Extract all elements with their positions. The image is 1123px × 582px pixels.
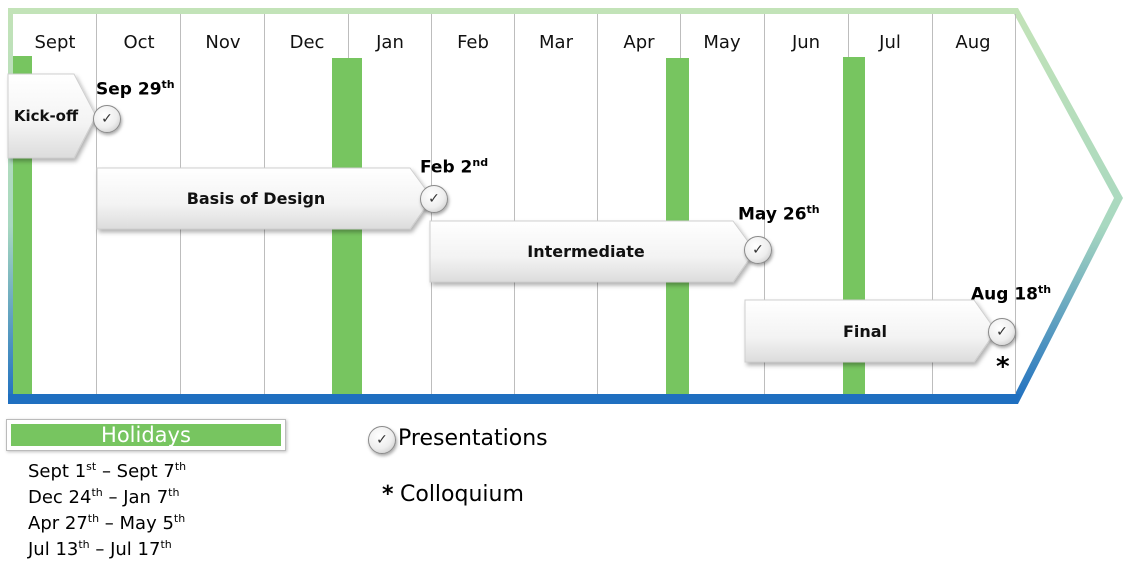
month-label-oct: Oct: [123, 32, 155, 53]
phase-shape-intermediate: [429, 220, 756, 283]
month-label-feb: Feb: [457, 32, 489, 53]
milestone-date-aug-18: Aug 18th: [971, 283, 1052, 305]
month-label-sept: Sept: [34, 32, 76, 53]
month-label-may: May: [703, 32, 741, 53]
presentations-legend-label: Presentations: [398, 426, 548, 451]
month-label-jun: Jun: [791, 32, 821, 53]
presentations-legend-check-icon: ✓: [368, 426, 396, 454]
month-label-jan: Jan: [376, 32, 404, 53]
milestone-date-sep-29: Sep 29th: [96, 78, 175, 100]
phase-shape-basis-of-design: [96, 167, 433, 230]
holiday-range: Dec 24th – Jan 7th: [28, 486, 180, 508]
holidays-legend-box: Holidays: [6, 419, 286, 451]
milestone-date-may-26: May 26th: [738, 203, 820, 225]
month-label-dec: Dec: [289, 32, 325, 53]
phase-shape-final: [744, 299, 997, 363]
holiday-range: Sept 1st – Sept 7th: [28, 460, 187, 482]
month-label-jul: Jul: [879, 32, 901, 53]
milestone-date-feb-2: Feb 2nd: [420, 156, 489, 178]
phase-label-final: Final: [842, 321, 888, 341]
phase-label-intermediate: Intermediate: [527, 242, 645, 261]
presentation-check-icon: ✓: [93, 105, 121, 133]
holiday-range: Jul 13th – Jul 17th: [28, 538, 172, 560]
phase-label-basis-of-design: Basis of Design: [186, 189, 326, 208]
month-label-aug: Aug: [955, 32, 991, 53]
month-label-apr: Apr: [623, 32, 655, 53]
month-label-mar: Mar: [539, 32, 573, 53]
presentation-check-icon: ✓: [988, 318, 1016, 346]
phase-shape-kickoff: [7, 73, 97, 159]
colloquium-legend-label: Colloquium: [400, 482, 524, 507]
colloquium-asterisk-icon: *: [996, 352, 1010, 382]
timeline-bottom-band: [8, 394, 1020, 404]
presentation-check-icon: ✓: [744, 236, 772, 264]
holiday-range: Apr 27th – May 5th: [28, 512, 186, 534]
colloquium-legend-asterisk-icon: *: [382, 482, 394, 507]
holidays-legend-title: Holidays: [11, 423, 281, 447]
phase-label-kickoff: Kick-off: [13, 107, 79, 125]
presentation-check-icon: ✓: [420, 185, 448, 213]
month-label-nov: Nov: [205, 32, 241, 53]
